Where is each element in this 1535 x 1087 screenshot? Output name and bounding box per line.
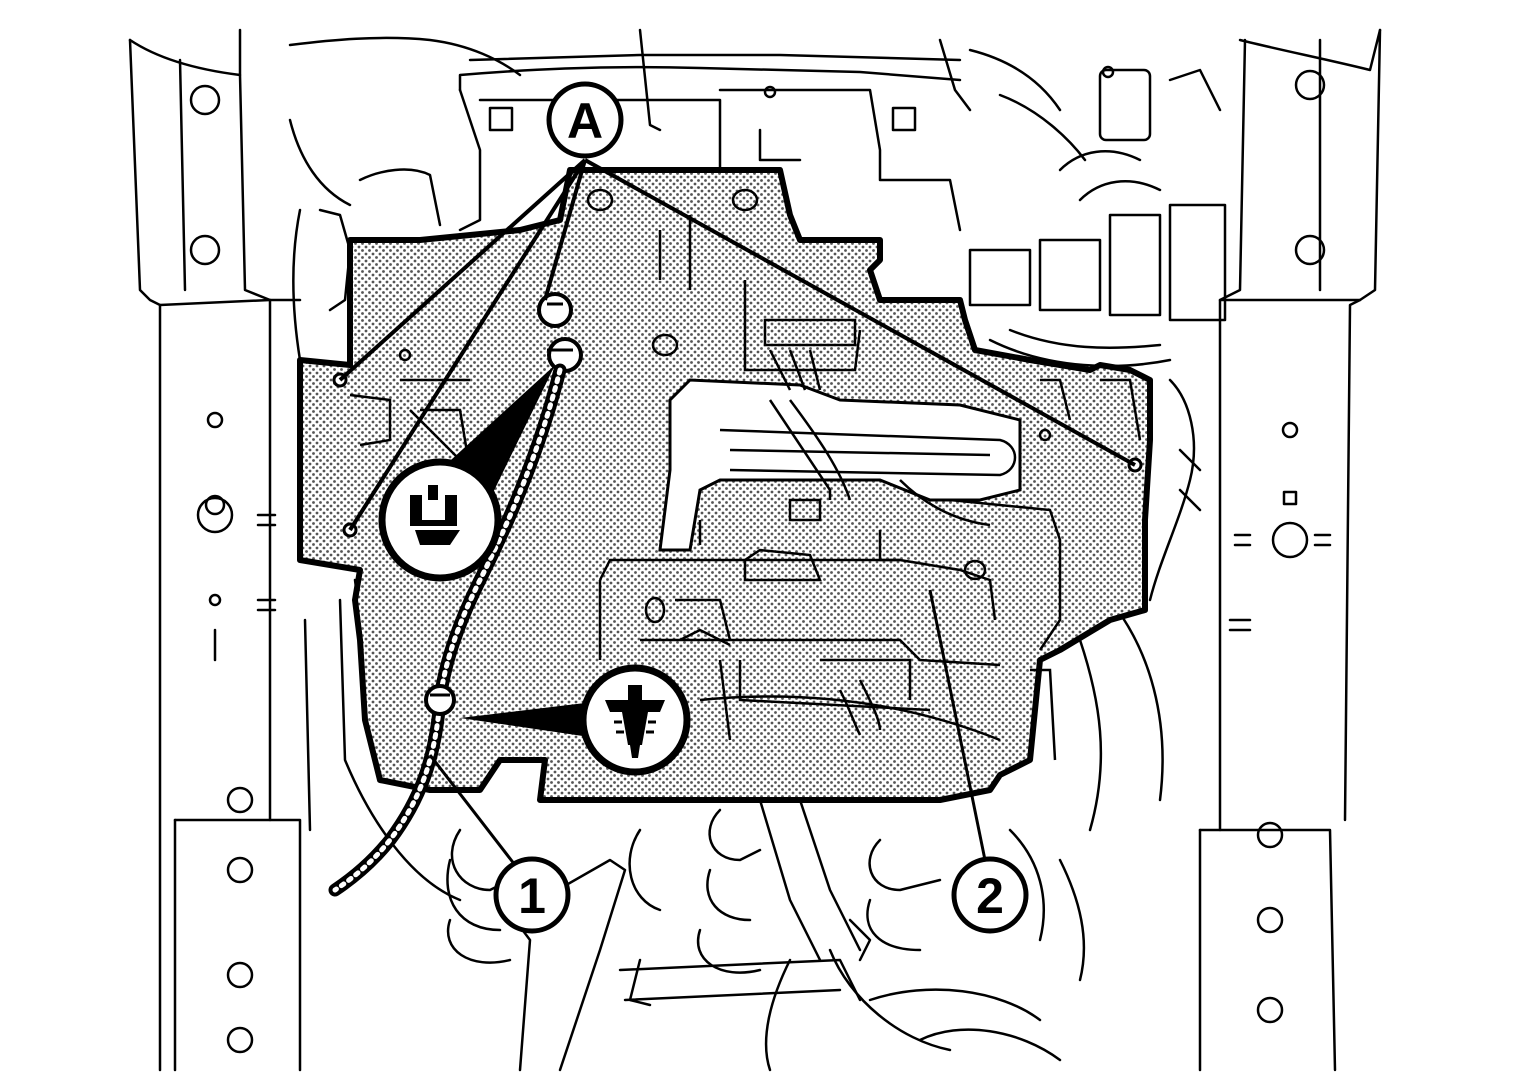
callout-1: 1 (493, 856, 571, 934)
callout-a-leaders (338, 158, 1136, 532)
right-seat-rail (1198, 28, 1382, 1072)
callout-1-leader (428, 754, 517, 866)
tree-retainer-icon (605, 685, 665, 758)
wire-harness (328, 363, 567, 897)
callout-1-label: 1 (518, 868, 546, 924)
clip-detail-callout (378, 365, 555, 582)
left-seat-rail (128, 38, 302, 1072)
push-clip-icon (410, 485, 460, 545)
callout-2: 2 (951, 856, 1029, 934)
callout-2-label: 2 (976, 868, 1004, 924)
seat-frame-top (128, 28, 1382, 112)
callout-a: A (546, 81, 624, 159)
under-cover-panel (297, 167, 1153, 803)
retainer-detail-callout (460, 664, 691, 776)
callout-2-leader (928, 589, 987, 861)
right-connectors (968, 65, 1227, 832)
callout-a-label: A (567, 93, 603, 149)
lower-straps (498, 798, 1062, 1072)
